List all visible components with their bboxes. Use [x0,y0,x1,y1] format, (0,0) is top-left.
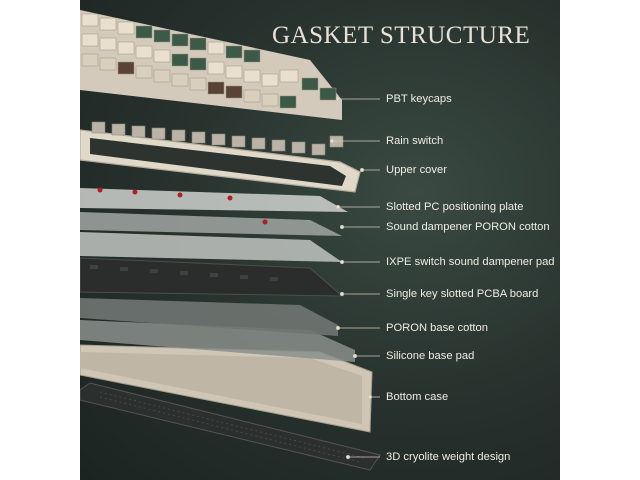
label-rain-switch: Rain switch [386,135,444,147]
pc-positioning-plate [80,188,348,212]
label-cryolite-weight: 3D cryolite weight design [386,451,511,463]
label-upper-cover: Upper cover [386,164,447,176]
plate-dots [97,187,268,225]
rain-switches [91,121,344,156]
ixpe-pad [80,232,342,262]
leader-lines [329,97,380,459]
label-pc-plate: Slotted PC positioning plate [386,201,524,213]
section-title: GASKET STRUCTURE [272,22,531,49]
poron-base-cotton [80,298,338,336]
label-silicone-base-pad: Silicone base pad [386,350,475,362]
product-image-panel: GASKET STRUCTURE PBT keycaps Rain switch… [80,0,560,480]
label-pbt-keycaps: PBT keycaps [386,93,452,105]
poron-cotton [80,212,342,236]
weight-texture [99,391,366,463]
label-bottom-case: Bottom case [386,391,449,403]
keyboard-exploded-illustration [80,10,381,471]
label-ixpe-pad: IXPE switch sound dampener pad [386,256,555,268]
pcba-pattern [90,265,278,281]
label-poron-base-cotton: PORON base cotton [386,322,488,334]
label-pcba-board: Single key slotted PCBA board [386,288,539,300]
keycaps [81,13,337,109]
label-poron-cotton: Sound dampener PORON cotton [386,221,550,233]
